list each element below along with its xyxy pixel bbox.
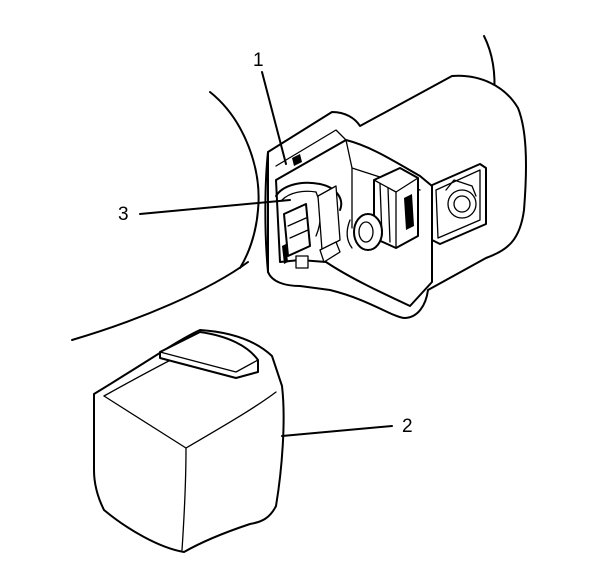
callout-3: 3 (118, 204, 129, 225)
cover-shell (93, 329, 285, 553)
cover-lip (159, 331, 259, 379)
door-lower-edge (71, 261, 249, 341)
actuator-cylinder-end (358, 221, 374, 243)
cover-diagonal-a (103, 395, 187, 449)
shade-mark-a (292, 154, 302, 166)
housing-opening (275, 139, 433, 307)
callout-1: 1 (253, 50, 264, 71)
mirror-cover (93, 329, 285, 553)
cover-lip-edge (159, 351, 259, 373)
leader-line-2 (281, 425, 393, 437)
connector-tab (295, 255, 309, 269)
callout-2: 2 (402, 416, 413, 437)
shade-mark-c (404, 194, 414, 230)
wire-harness-inner (281, 190, 317, 201)
support-bracket (317, 185, 341, 251)
side-recess-inner (435, 169, 481, 239)
wire-harness-loop (275, 181, 343, 211)
leader-line-3 (139, 199, 291, 215)
pillar-arc (209, 91, 260, 269)
connector-lines (287, 217, 309, 239)
leader-line-1 (261, 71, 287, 165)
shade-mark-b (282, 244, 288, 264)
base-clip (319, 241, 341, 263)
cover-diagonal-b (185, 391, 277, 449)
actuator-collar (346, 219, 353, 249)
cover-vertical-seam (181, 447, 187, 551)
housing-front-lip (264, 151, 269, 273)
adjuster-knob-center (453, 195, 471, 213)
knob-bracket (445, 179, 477, 197)
connector-block (283, 203, 311, 257)
leader-lines (139, 71, 393, 437)
